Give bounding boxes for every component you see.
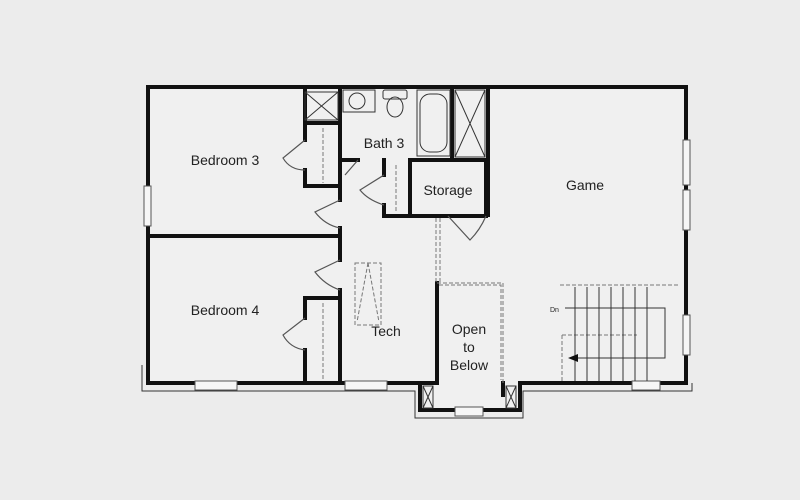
stair-label: Dn [550,307,559,314]
bay-x-boxes [422,385,517,409]
room-label-open-to-below-1: Open [452,321,486,337]
bath-closet-box [304,89,486,158]
exterior-trim [141,365,693,419]
room-label-bedroom-4: Bedroom 4 [191,302,260,318]
room-label-open-to-below-3: Below [450,357,489,373]
railing [437,282,504,383]
room-label-bedroom-3: Bedroom 3 [191,152,260,168]
room-label-bath-3: Bath 3 [364,135,405,151]
stair-arrow-icon [568,354,578,362]
staircase: Dn [550,284,680,383]
attic-access-icon [354,262,382,326]
room-label-tech: Tech [371,323,401,339]
closet-rods [322,128,441,380]
bathtub-icon [416,89,451,157]
room-label-game: Game [566,177,604,193]
doors [282,139,487,351]
windows [143,139,691,417]
room-label-open-to-below-2: to [463,339,475,355]
sink-icon [342,89,376,113]
room-label-storage: Storage [423,182,472,198]
toilet-icon [382,89,408,118]
